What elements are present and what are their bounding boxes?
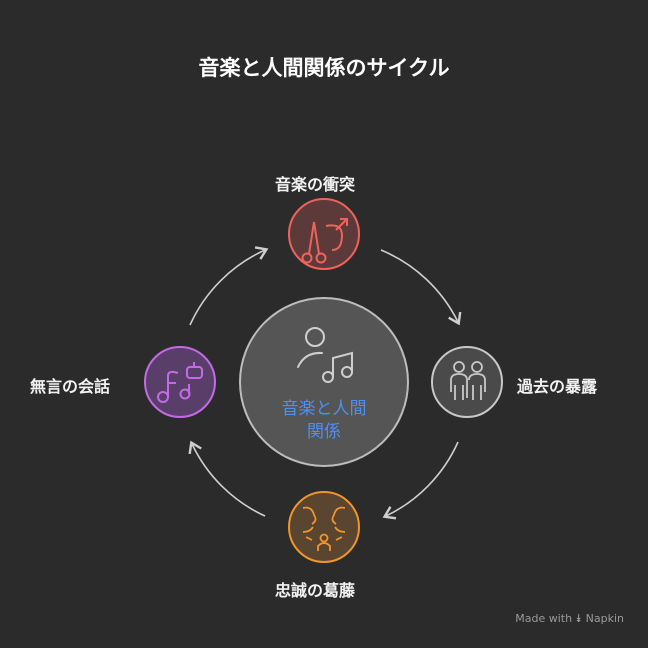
watermark[interactable]: Made with ⯯ Napkin	[515, 612, 624, 625]
scissors-male-icon	[301, 218, 348, 264]
arrow-left-top	[189, 246, 269, 326]
center-label: 音楽と人間関係	[254, 398, 394, 444]
node-right	[431, 346, 503, 418]
label-music-clash: 音楽の衝突	[275, 175, 356, 194]
music-robot-icon	[157, 362, 203, 403]
node-top	[288, 198, 360, 270]
label-silent-conversation: 無言の会話	[30, 377, 111, 396]
person-music-icon	[297, 327, 353, 383]
arrow-right-bottom	[382, 441, 459, 520]
node-bottom	[288, 491, 360, 563]
conflict-person-icon	[302, 506, 346, 551]
center-node	[239, 297, 409, 467]
node-left	[144, 346, 216, 418]
label-past-exposure: 過去の暴露	[517, 377, 598, 396]
arrow-bottom-left	[188, 440, 266, 517]
diagram-title: 音楽と人間関係のサイクル	[198, 56, 450, 80]
center-label-line2: 関係	[307, 422, 341, 442]
label-loyalty-conflict: 忠誠の葛藤	[275, 581, 356, 600]
center-label-line1: 音楽と人間	[281, 399, 367, 419]
people-icon	[450, 361, 486, 400]
arrow-top-right	[380, 249, 462, 326]
